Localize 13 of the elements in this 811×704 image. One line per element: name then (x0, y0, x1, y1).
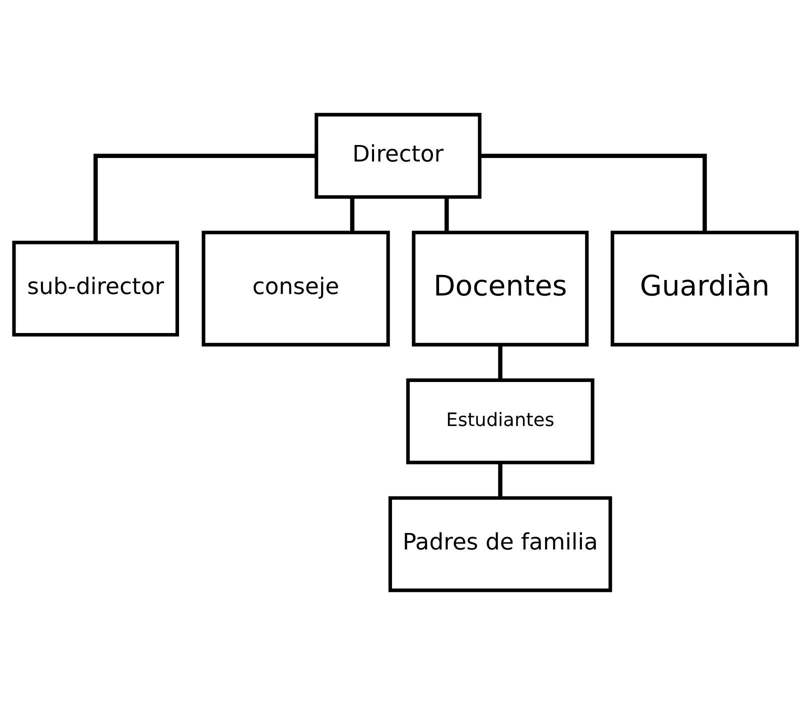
node-box: Estudiantes (406, 378, 594, 464)
node-box: Guardiàn (610, 230, 799, 346)
connector (94, 153, 316, 242)
node-box: Docentes (412, 230, 589, 346)
node-box: Padres de familia (388, 496, 612, 592)
connector (444, 196, 449, 232)
node-box: Director (314, 112, 482, 198)
connector (480, 153, 707, 232)
connector (498, 462, 502, 498)
node-box: sub-director (12, 240, 180, 336)
node-box: conseje (202, 230, 390, 346)
connector (498, 344, 502, 380)
connector (350, 196, 354, 232)
